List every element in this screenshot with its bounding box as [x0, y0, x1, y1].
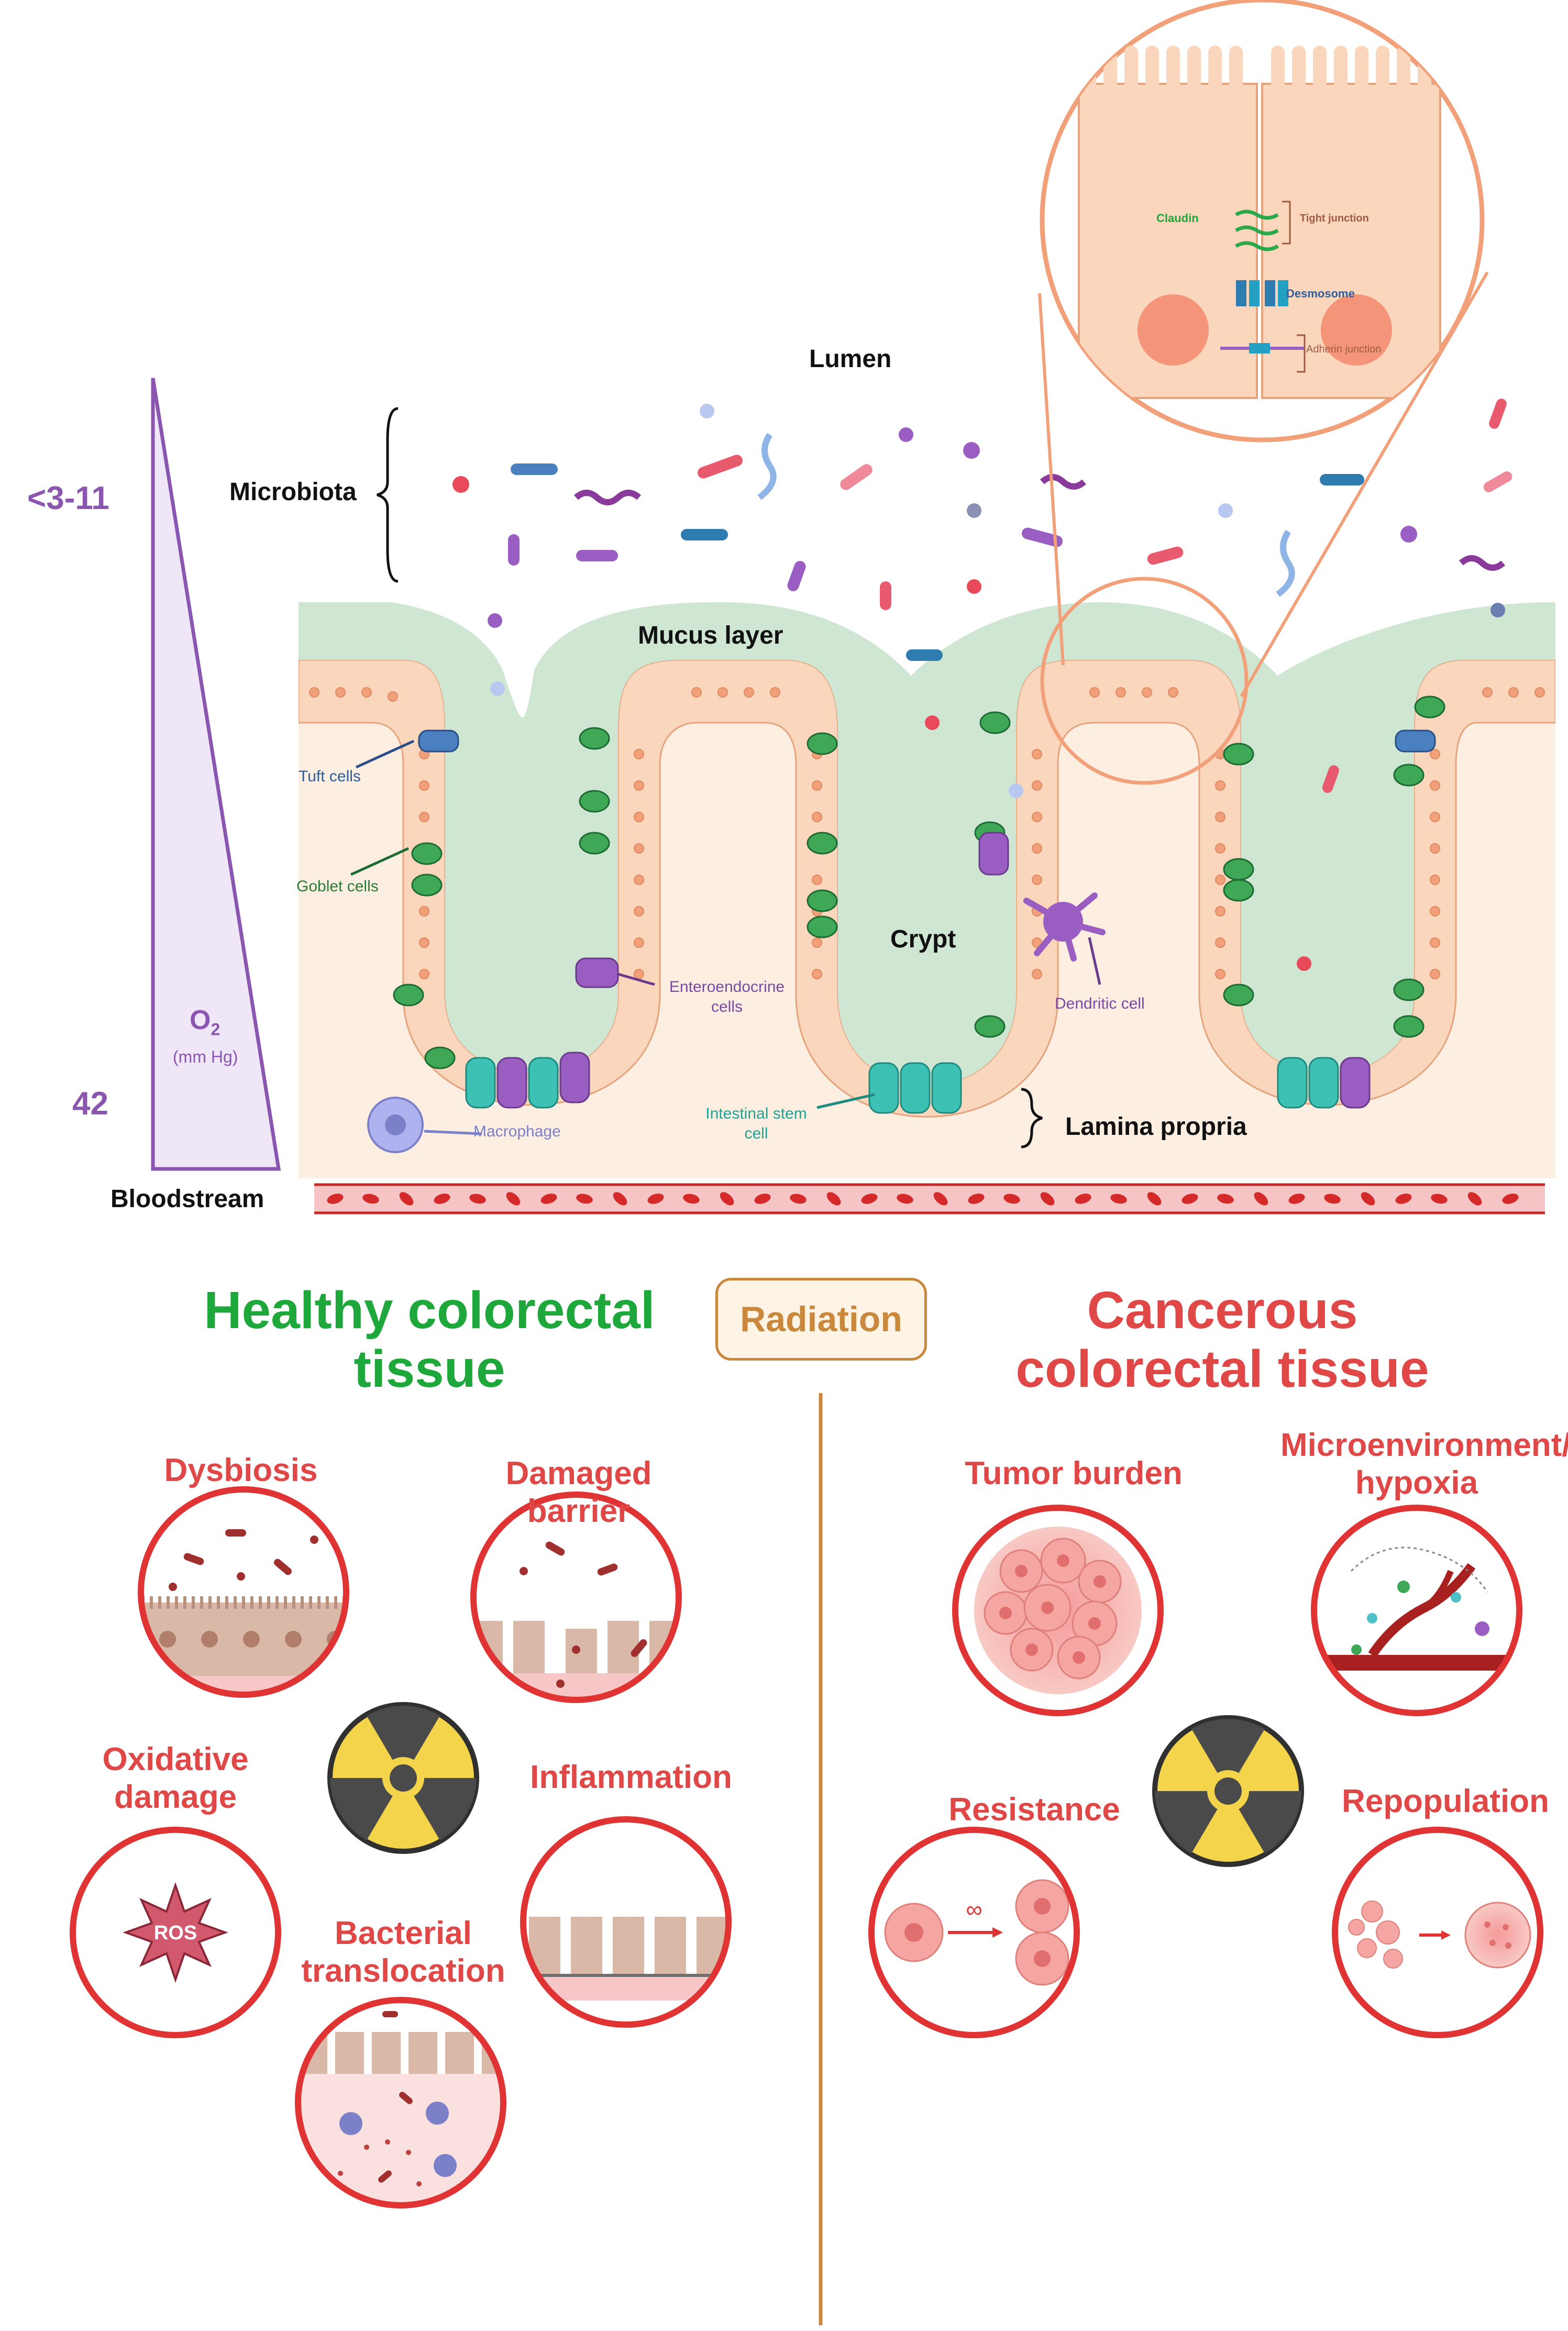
red-blood-cell — [933, 1192, 948, 1206]
red-blood-cell — [1217, 1194, 1234, 1204]
repopulation-title: Repopulation — [1341, 1783, 1550, 1819]
red-blood-cell — [1075, 1194, 1091, 1204]
enteroendocrine-label-line2: cells — [711, 998, 743, 1015]
microenvironment-title: Microenvironment/ hypoxia — [1280, 1427, 1568, 1501]
cancerous-heading: Cancerous colorectal tissue — [1015, 1281, 1429, 1398]
oxygen-symbol: O2 — [190, 1004, 220, 1039]
oxidative-damage-circle-art — [70, 1827, 281, 2038]
red-blood-cell — [683, 1194, 700, 1204]
red-blood-cell — [1288, 1194, 1305, 1204]
inflammation-title: Inflammation — [530, 1759, 732, 1795]
intestinal-wall — [299, 602, 1555, 1178]
radiation-symbol-right — [1152, 1715, 1304, 1867]
goblet-cells-label: Goblet cells — [296, 878, 379, 895]
microenvironment-circle-art — [1311, 1505, 1522, 1716]
red-blood-cell — [861, 1194, 878, 1204]
mucus-layer-label: Mucus layer — [638, 622, 783, 649]
intestinal-stem-cell-label-line1: Intestinal stem — [705, 1105, 807, 1122]
lamina-propria-label: Lamina propria — [1065, 1113, 1247, 1141]
dysbiosis-circle-art — [138, 1486, 349, 1698]
oxidative-damage-title: Oxidative damage — [102, 1741, 249, 1815]
tumor-burden-title: Tumor burden — [965, 1455, 1183, 1492]
adherin-junction-label: Adherin junction — [1306, 344, 1382, 355]
red-blood-cell — [720, 1192, 734, 1206]
red-blood-cell — [647, 1194, 664, 1204]
red-blood-cell — [1003, 1194, 1020, 1204]
damaged-barrier-title: Damaged barrier — [505, 1455, 652, 1529]
tight-junction-label: Tight junction — [1300, 213, 1369, 224]
oxygen-unit: (mm Hg) — [173, 1047, 238, 1066]
red-blood-cell — [506, 1192, 521, 1206]
microbiota-bacteria — [452, 399, 1512, 971]
resistance-circle-art — [868, 1827, 1080, 2038]
microbiota-label: Microbiota — [229, 478, 357, 506]
red-blood-cell — [1431, 1194, 1448, 1204]
red-blood-cell — [826, 1192, 841, 1206]
healthy-heading: Healthy colorectal tissue — [204, 1281, 655, 1398]
red-blood-cell — [469, 1194, 486, 1204]
mucus-layer — [299, 602, 1555, 1086]
tumor-burden-circle-art — [952, 1505, 1164, 1716]
red-blood-cell — [362, 1194, 379, 1204]
red-blood-cell — [576, 1194, 593, 1204]
enteroendocrine-label-line1: Enteroendocrine — [669, 978, 785, 996]
dendritic-cell-shape — [1023, 892, 1106, 962]
dysbiosis-title: Dysbiosis — [164, 1452, 318, 1488]
oxygen-bottom-value: 42 — [72, 1086, 108, 1122]
ros-label: ROS — [153, 1922, 197, 1944]
red-blood-cell — [540, 1194, 557, 1204]
red-blood-cell — [968, 1194, 985, 1204]
red-blood-cell — [1147, 1192, 1162, 1206]
red-blood-cell — [1110, 1194, 1127, 1204]
dendritic-cell-label: Dendritic cell — [1055, 995, 1145, 1012]
oxygen-sub: 2 — [211, 1020, 220, 1039]
red-blood-cell — [754, 1194, 771, 1204]
intestinal-stem-cell-label-line2: cell — [744, 1125, 768, 1142]
resistance-title: Resistance — [948, 1792, 1120, 1828]
bloodstream-vessel — [314, 1183, 1545, 1214]
oxygen-gradient-triangle — [151, 378, 281, 1171]
tuft-cells-label: Tuft cells — [299, 768, 361, 785]
macrophage-label: Macrophage — [473, 1123, 561, 1140]
red-blood-cell — [1395, 1194, 1412, 1204]
oxygen-top-value: <3-11 — [27, 480, 109, 516]
leader-lines — [350, 407, 1101, 1148]
claudin-label: Claudin — [1156, 212, 1199, 225]
red-blood-cell — [790, 1194, 807, 1204]
red-blood-cell — [1361, 1192, 1375, 1206]
red-blood-cell — [1254, 1192, 1268, 1206]
red-blood-cell — [1040, 1192, 1055, 1206]
red-blood-cell — [1324, 1194, 1341, 1204]
desmosome-label: Desmosome — [1286, 287, 1355, 300]
tight-junction-inset — [1040, 0, 1485, 443]
radiation-box: Radiation — [715, 1278, 927, 1361]
bacterial-translocation-circle-art — [295, 1997, 506, 2208]
red-blood-cell — [897, 1194, 913, 1204]
bacterial-translocation-title: Bacterial translocation — [301, 1915, 505, 1989]
radiation-symbol-left — [327, 1702, 479, 1854]
bloodstream-label: Bloodstream — [111, 1185, 264, 1213]
radiation-label: Radiation — [740, 1299, 902, 1339]
infinity-symbol: ∞ — [966, 1897, 982, 1923]
red-blood-cell — [613, 1192, 627, 1206]
crypt-label: Crypt — [890, 925, 956, 953]
red-blood-cell — [1181, 1194, 1198, 1204]
repopulation-circle-art — [1332, 1827, 1543, 2038]
red-blood-cell — [1467, 1192, 1482, 1206]
red-blood-cell — [399, 1192, 414, 1206]
macrophage-shape — [367, 1097, 424, 1153]
red-blood-cell — [434, 1194, 450, 1204]
oxygen-o: O — [190, 1005, 211, 1035]
red-blood-cell — [327, 1194, 344, 1204]
inflammation-circle-art — [520, 1816, 732, 2028]
lumen-label: Lumen — [809, 345, 892, 373]
red-blood-cells — [327, 1192, 1519, 1206]
red-blood-cell — [1502, 1194, 1519, 1204]
